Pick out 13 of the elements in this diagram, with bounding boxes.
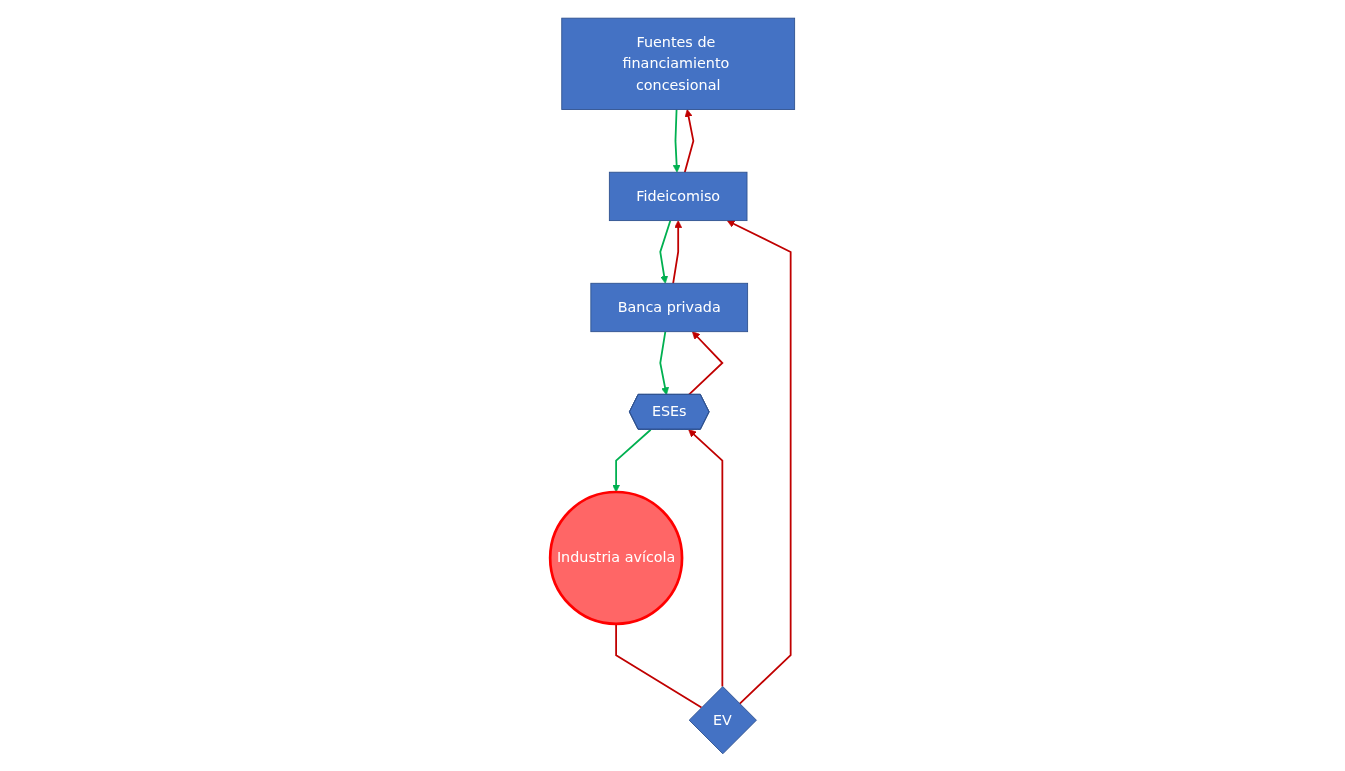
arrow xyxy=(672,219,683,284)
arrow xyxy=(672,108,681,173)
arrow xyxy=(612,428,652,492)
arrow xyxy=(659,219,672,284)
node-circle: Industria avícola xyxy=(548,490,684,625)
node-box: Fideicomiso xyxy=(609,171,748,221)
arrow xyxy=(726,219,792,705)
arrow xyxy=(688,428,724,687)
node-diamond: EV xyxy=(688,685,757,754)
arrow xyxy=(684,108,695,173)
node-box: Banca privada xyxy=(590,282,749,332)
arrow xyxy=(659,330,670,395)
node-box: Fuentes de financiamiento concesional xyxy=(561,17,796,110)
